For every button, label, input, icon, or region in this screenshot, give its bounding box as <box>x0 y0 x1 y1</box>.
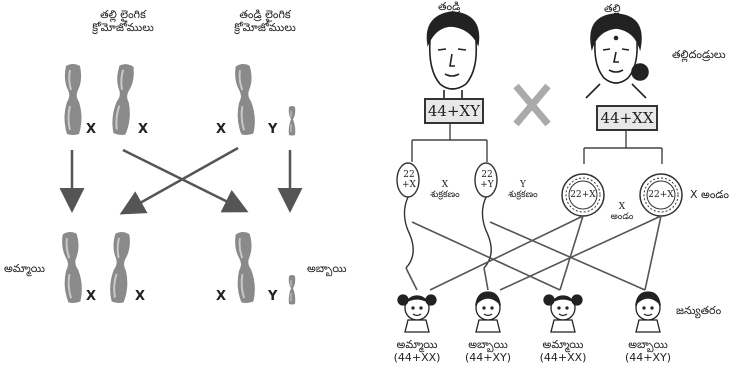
child-4-caption: అబ్బాయి (44+XY) <box>624 338 672 364</box>
mother-face-icon <box>585 13 649 99</box>
sperm-y-content: 22 +Y <box>480 170 494 190</box>
egg-1-content: 22+X <box>570 190 596 200</box>
sperm-x-label: X శుక్రకణం <box>430 180 460 200</box>
father-chromosomes-label: తండ్రి లైంగిక క్రోమోజోములు <box>234 8 296 34</box>
sperm-y-label: Y శుక్రకణం <box>508 180 538 200</box>
son-y-letter: Y <box>268 289 278 304</box>
girl-icon-2 <box>543 294 583 333</box>
boy-icon-2 <box>635 291 661 333</box>
cross-symbol <box>513 83 551 127</box>
daughter-x2-letter: X <box>135 289 146 304</box>
mother-label: తల్లి <box>604 2 621 15</box>
mother-x1-letter: X <box>86 122 97 137</box>
child-3-caption: అమ్మాయి (44+XX) <box>539 338 587 364</box>
daughter-x1-letter: X <box>86 289 97 304</box>
parent-branch-lines <box>411 122 663 164</box>
child-2-caption: అబ్బాయి (44+XY) <box>464 338 512 364</box>
mother-genotype-box: 44+XX <box>596 105 658 131</box>
sperm-x-content: 22 +X <box>402 170 416 190</box>
mother-chromosomes-label: తల్లి లైంగిక క్రోమోజోములు <box>92 8 154 34</box>
inheritance-arrows <box>59 146 303 215</box>
egg-middle-label: X అండం <box>610 202 634 222</box>
son-chromosome-pair <box>233 230 296 305</box>
boy-icon-1 <box>475 291 501 333</box>
sperm-y <box>474 162 498 269</box>
egg-2 <box>639 173 683 217</box>
mother-x2-letter: X <box>138 122 149 137</box>
egg-2-content: 22+X <box>648 190 674 200</box>
father-y-letter: Y <box>268 122 278 137</box>
father-chromosome-pair <box>233 62 296 137</box>
son-label: అబ్బాయి <box>307 262 347 275</box>
sperm-x <box>396 162 420 269</box>
mother-chromosome-pair <box>63 62 137 137</box>
child-1-caption: అమ్మాయి (44+XX) <box>393 338 441 364</box>
egg-side-label: X అండం <box>690 188 729 201</box>
offspring-label: జన్యుతరం <box>676 304 722 317</box>
father-x-letter: X <box>216 122 227 137</box>
father-label: తండ్రి <box>438 0 461 13</box>
father-genotype-box: 44+XY <box>424 98 484 124</box>
father-face-icon <box>426 11 480 98</box>
parents-label: తల్లిదండ్రులు <box>672 48 726 61</box>
daughter-label: అమ్మాయి <box>4 262 45 275</box>
fertilization-lines <box>405 215 662 291</box>
son-x-letter: X <box>216 289 227 304</box>
girl-icon-1 <box>397 294 437 333</box>
